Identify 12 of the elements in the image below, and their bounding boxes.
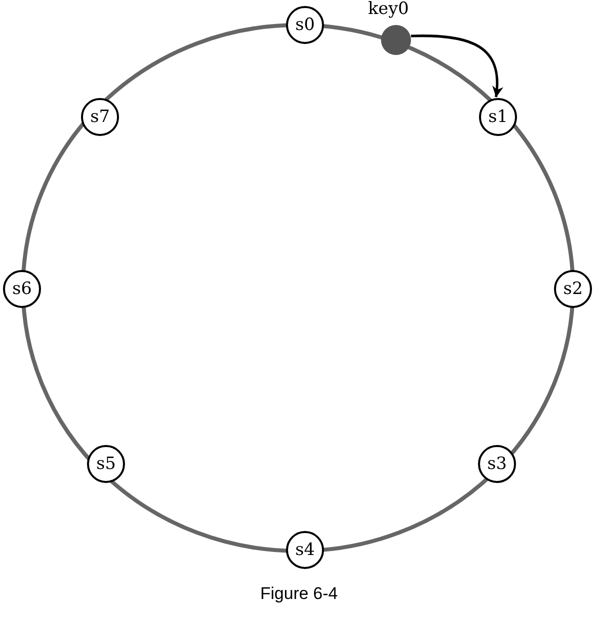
server-node: s3 — [478, 445, 516, 483]
server-node: s5 — [87, 445, 125, 483]
arrow — [410, 34, 503, 98]
server-node: s6 — [3, 270, 41, 308]
server-node: s0 — [286, 6, 324, 44]
server-node: s7 — [81, 98, 119, 136]
server-node: s2 — [554, 270, 592, 308]
key-dot — [381, 25, 411, 55]
server-node: s4 — [286, 531, 324, 569]
figure-caption: Figure 6-4 — [259, 584, 339, 604]
server-node: s1 — [479, 98, 517, 136]
key-label: key0 — [368, 0, 409, 19]
